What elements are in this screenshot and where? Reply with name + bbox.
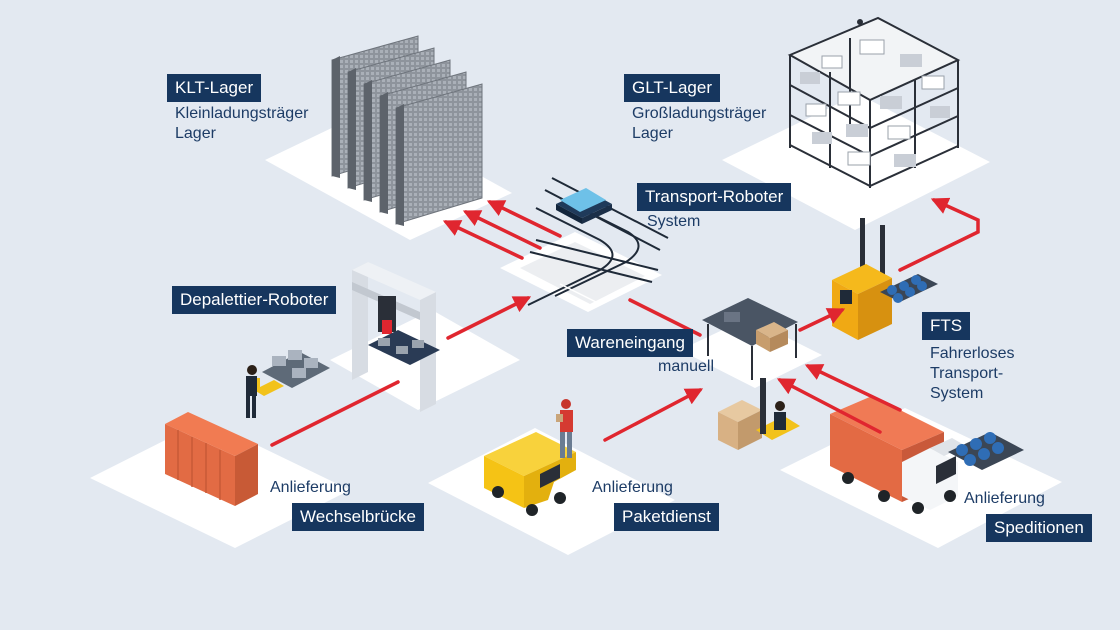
klt-badge: KLT-Lager bbox=[167, 74, 262, 102]
flow-arrows bbox=[270, 197, 980, 447]
klt-line1: Kleinladungsträger bbox=[175, 105, 309, 122]
arrow-paket-to-wareneingang bbox=[603, 388, 704, 442]
klt-racks bbox=[331, 35, 483, 226]
transport-line1: System bbox=[647, 213, 701, 230]
arrow-transport-to-klt-1 bbox=[486, 200, 562, 238]
container bbox=[165, 412, 258, 506]
glt-line1: Großladungsträger bbox=[632, 105, 767, 122]
transport-badge: Transport-Roboter bbox=[637, 183, 792, 211]
transport-robot bbox=[556, 188, 612, 224]
wareneingang-table bbox=[702, 298, 798, 380]
depal-robot bbox=[352, 262, 440, 412]
arrow-transport-to-klt-3 bbox=[442, 220, 524, 260]
klt-line2: Lager bbox=[175, 125, 216, 142]
glt-line2: Lager bbox=[632, 125, 673, 142]
depal-pallet-jack bbox=[246, 350, 330, 418]
wareneingang-line1: manuell bbox=[658, 358, 715, 375]
pallet-truck bbox=[718, 378, 800, 450]
arrow-wareneingang-to-fts bbox=[798, 308, 846, 332]
glt-badge: GLT-Lager bbox=[624, 74, 721, 102]
fts-line2: Transport- bbox=[930, 365, 1004, 382]
fts-line1: Fahrerloses bbox=[930, 345, 1015, 362]
wareneingang-badge: Wareneingang bbox=[567, 329, 693, 357]
depal-badge: Depalettier-Roboter bbox=[172, 286, 337, 314]
paket-badge: Paketdienst bbox=[614, 503, 719, 531]
wechsel-line1: Anlieferung bbox=[270, 479, 351, 496]
paket-line1: Anlieferung bbox=[592, 479, 673, 496]
courier bbox=[556, 399, 573, 458]
fts-badge: FTS bbox=[922, 312, 971, 340]
speditionen-line1: Anlieferung bbox=[964, 490, 1045, 507]
fts-line3: System bbox=[930, 385, 984, 402]
delivery-van bbox=[484, 432, 576, 516]
arrow-fts-to-glt bbox=[898, 197, 980, 272]
arrow-speditionen-to-wareneingang-1 bbox=[804, 364, 902, 412]
reel-pallet bbox=[948, 432, 1024, 470]
arrow-speditionen-to-wareneingang-2 bbox=[776, 378, 882, 434]
transport-track bbox=[520, 177, 669, 306]
glt-rack bbox=[787, 16, 961, 188]
truck bbox=[830, 396, 966, 514]
arrow-transport-to-klt-2 bbox=[462, 210, 542, 250]
wechsel-badge: Wechselbrücke bbox=[292, 503, 424, 531]
arrow-wechsel-to-depal bbox=[270, 380, 400, 447]
speditionen-badge: Speditionen bbox=[986, 514, 1092, 542]
arrow-depal-to-transport bbox=[446, 296, 532, 340]
